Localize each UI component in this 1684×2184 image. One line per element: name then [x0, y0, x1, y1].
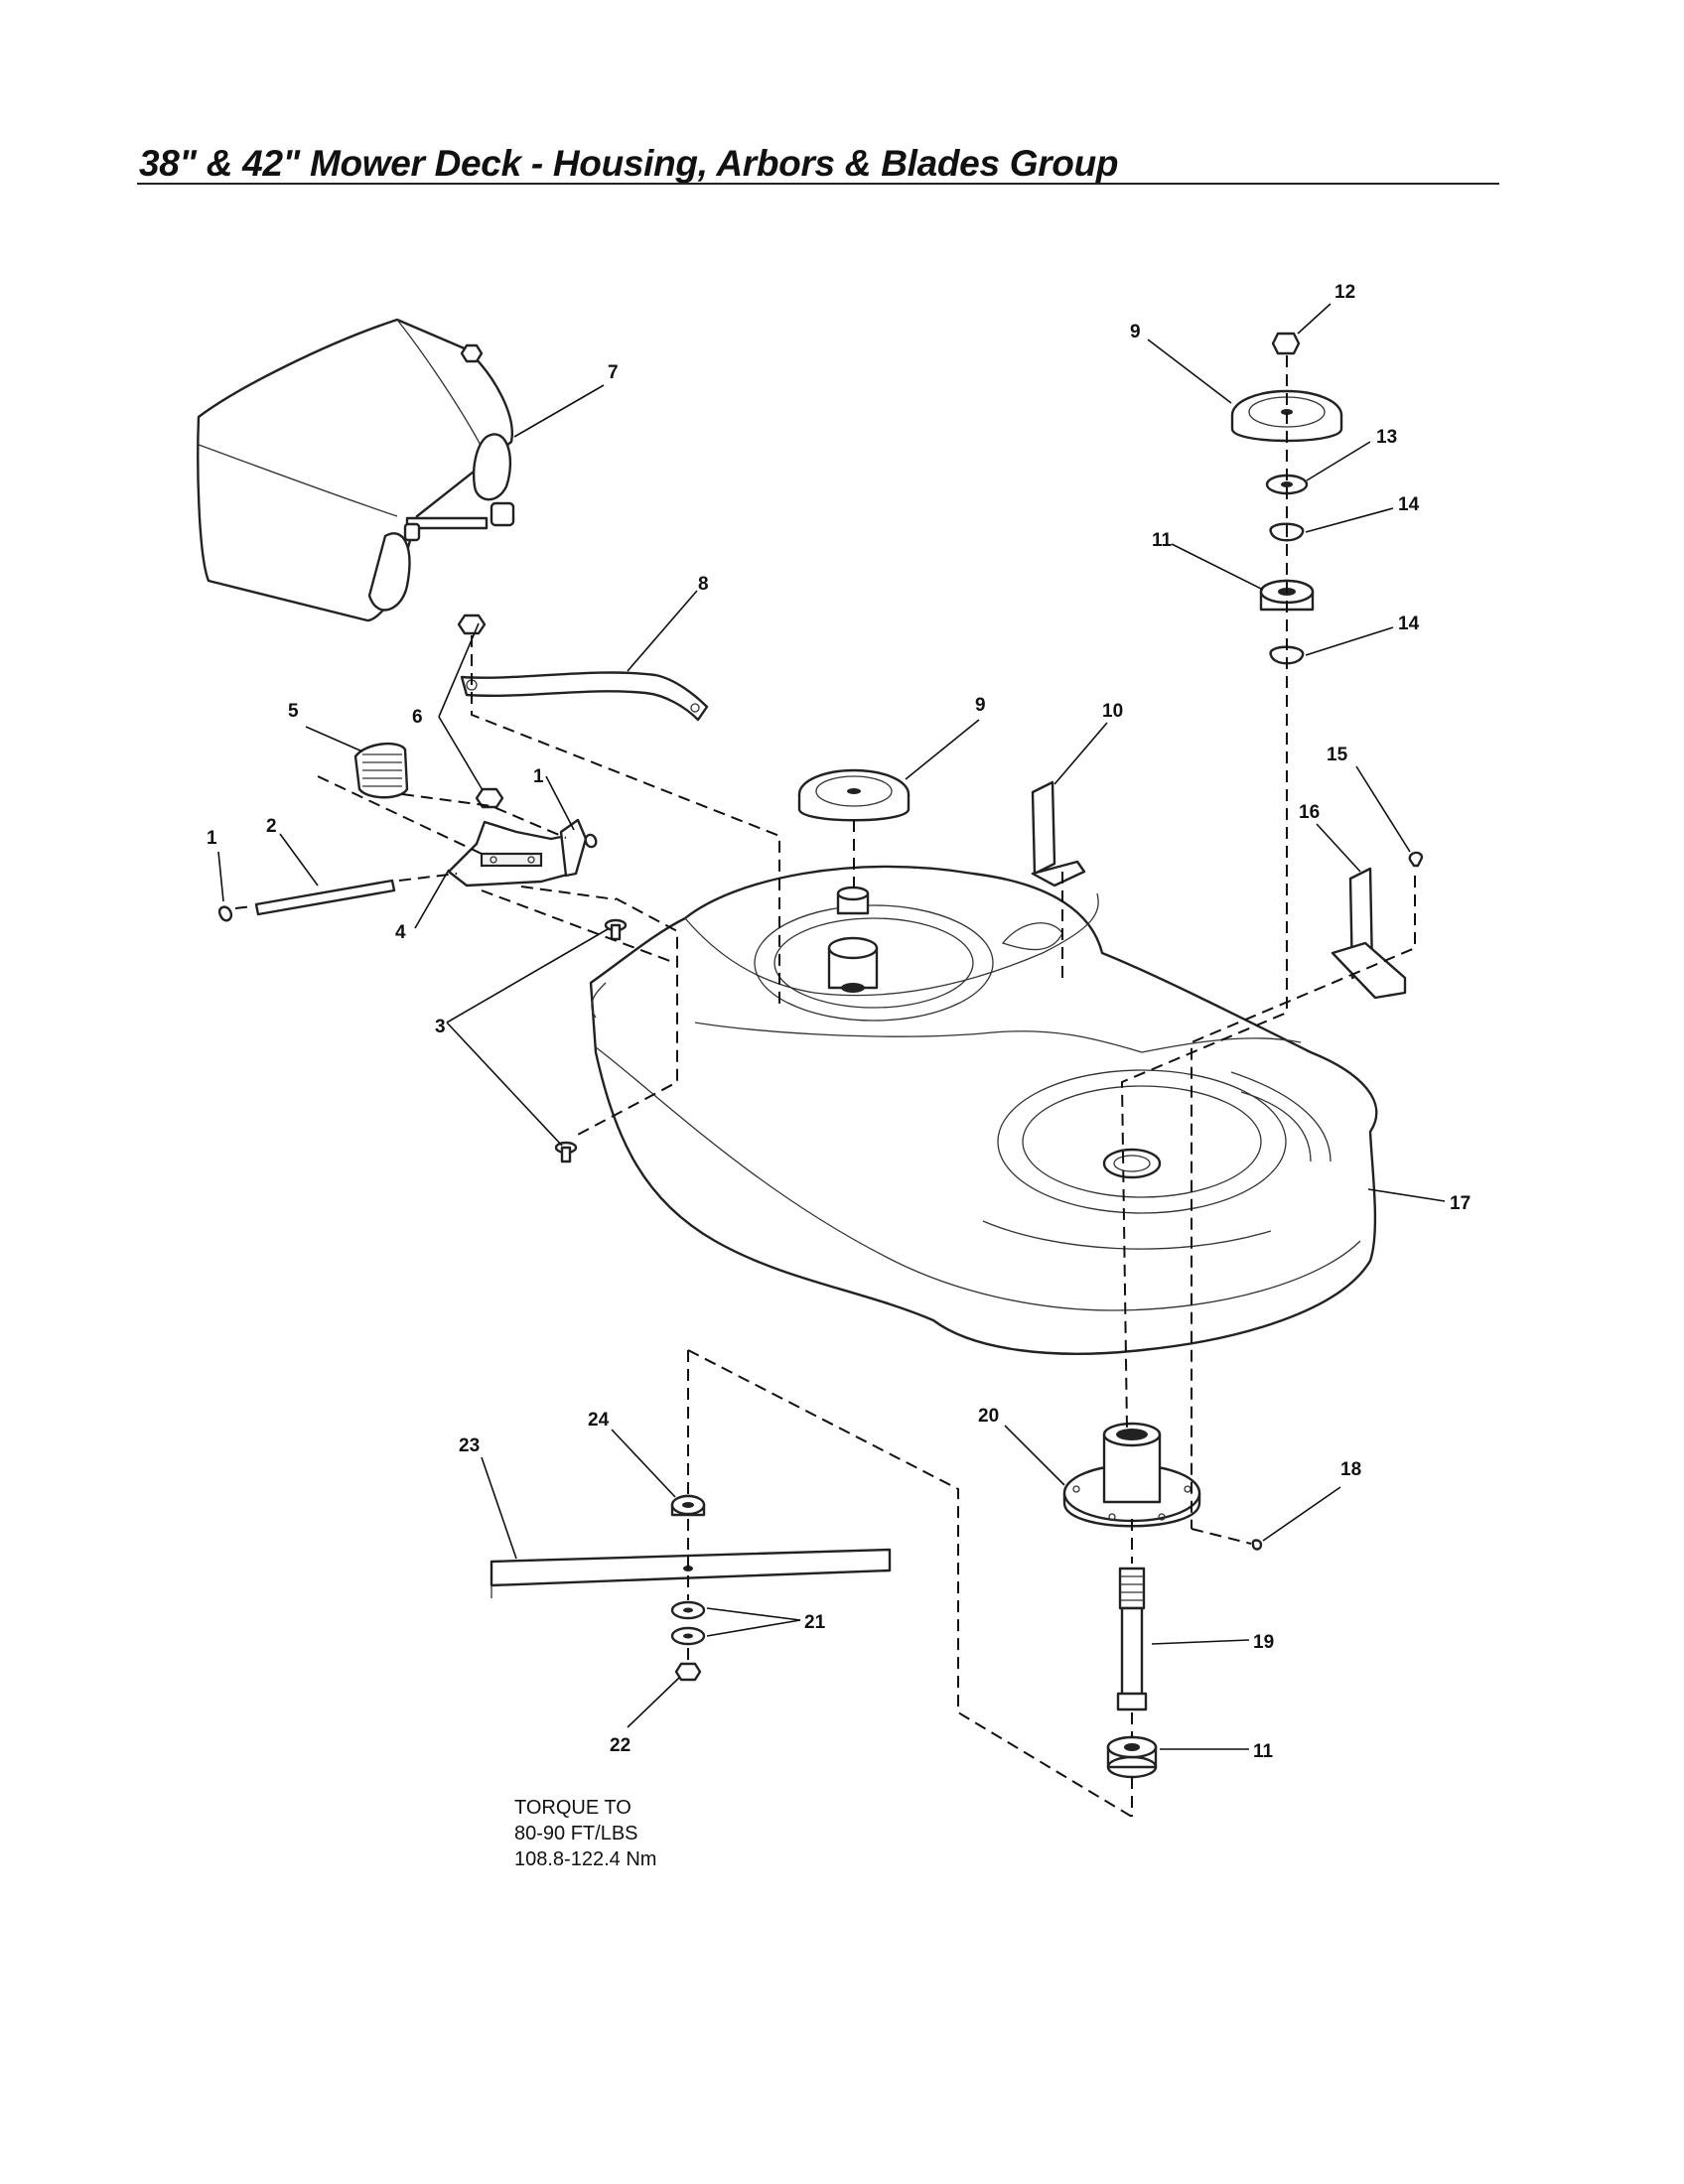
callout-9-left: 9	[975, 695, 986, 716]
callout-24: 24	[588, 1410, 610, 1431]
left-spindle-shaft	[827, 886, 879, 993]
retaining-ring-lower-part	[1269, 645, 1305, 665]
callout-labels: 7 8 5 6 1 1 2 4 3 9 9 10 12 13 14 14 11 …	[207, 282, 1471, 1762]
title-rule	[137, 183, 1499, 185]
leader-lines	[217, 303, 1446, 1750]
callout-8: 8	[698, 574, 709, 595]
hex-nut-top-part	[457, 614, 487, 635]
callout-11-upper: 11	[1152, 530, 1173, 551]
page-title: 38" & 42" Mower Deck - Housing, Arbors &…	[139, 143, 1119, 184]
callout-13: 13	[1376, 427, 1397, 448]
callout-5: 5	[288, 701, 299, 722]
blade-washer-lower-part	[670, 1626, 706, 1646]
callout-19: 19	[1253, 1632, 1274, 1653]
callout-9-right: 9	[1130, 322, 1141, 342]
torque-note-line2: 80-90 FT/LBS	[514, 1823, 638, 1844]
chute-bracket-part	[447, 818, 588, 887]
callout-11-lower: 11	[1253, 1741, 1274, 1762]
callout-3: 3	[435, 1017, 446, 1037]
callout-10: 10	[1102, 701, 1123, 722]
callout-20: 20	[978, 1406, 999, 1427]
callout-7: 7	[608, 362, 619, 383]
discharge-chute-part	[197, 318, 515, 622]
torque-note-line3: 108.8-122.4 Nm	[514, 1848, 657, 1870]
callout-14-upper: 14	[1398, 494, 1420, 515]
housing-screw-part	[1251, 1539, 1263, 1551]
baffle-bracket-left-part	[1031, 780, 1086, 887]
spindle-nut-part	[1271, 332, 1301, 355]
callout-1-right: 1	[533, 766, 544, 787]
bearing-lower-part	[1106, 1735, 1158, 1779]
retaining-ring-upper-part	[1269, 522, 1305, 542]
callout-1-left: 1	[207, 828, 217, 849]
screw-lower-part	[554, 1141, 578, 1163]
spindle-housing-part	[1062, 1422, 1201, 1528]
mower-deck-housing-part	[589, 865, 1378, 1355]
callout-12: 12	[1334, 282, 1355, 303]
torque-note-line1: TORQUE TO	[514, 1797, 632, 1819]
callout-16: 16	[1299, 802, 1320, 823]
callout-17: 17	[1450, 1193, 1471, 1214]
screw-upper-part	[604, 918, 628, 941]
torsion-spring-part	[353, 742, 409, 799]
callout-21: 21	[804, 1612, 826, 1633]
assembly-lines	[234, 355, 1416, 1818]
callout-14-lower: 14	[1398, 614, 1420, 634]
chute-rod-part	[460, 343, 709, 722]
right-arbor-opening	[1102, 1148, 1162, 1179]
callout-2: 2	[266, 816, 277, 837]
callout-18: 18	[1340, 1459, 1361, 1480]
callout-15: 15	[1327, 745, 1348, 765]
torque-note: TORQUE TO 80-90 FT/LBS 108.8-122.4 Nm	[514, 1795, 656, 1872]
bracket-screw-part	[1408, 851, 1424, 868]
clip-left-part	[217, 905, 233, 922]
hinge-pin-part	[254, 879, 396, 916]
blade-washer-upper-part	[670, 1600, 706, 1620]
clip-right-part	[584, 833, 598, 849]
callout-22: 22	[610, 1735, 631, 1756]
spindle-shaft-part	[1116, 1567, 1148, 1711]
pulley-left-part	[797, 768, 911, 822]
mower-blade-part	[490, 1548, 892, 1598]
baffle-bracket-right-part	[1331, 867, 1407, 1000]
hex-nut-mid-part	[475, 787, 504, 809]
callout-23: 23	[459, 1435, 480, 1456]
callout-6: 6	[412, 707, 423, 728]
callout-4: 4	[395, 922, 406, 943]
blade-adapter-part	[670, 1494, 706, 1517]
blade-nut-part	[674, 1662, 702, 1682]
